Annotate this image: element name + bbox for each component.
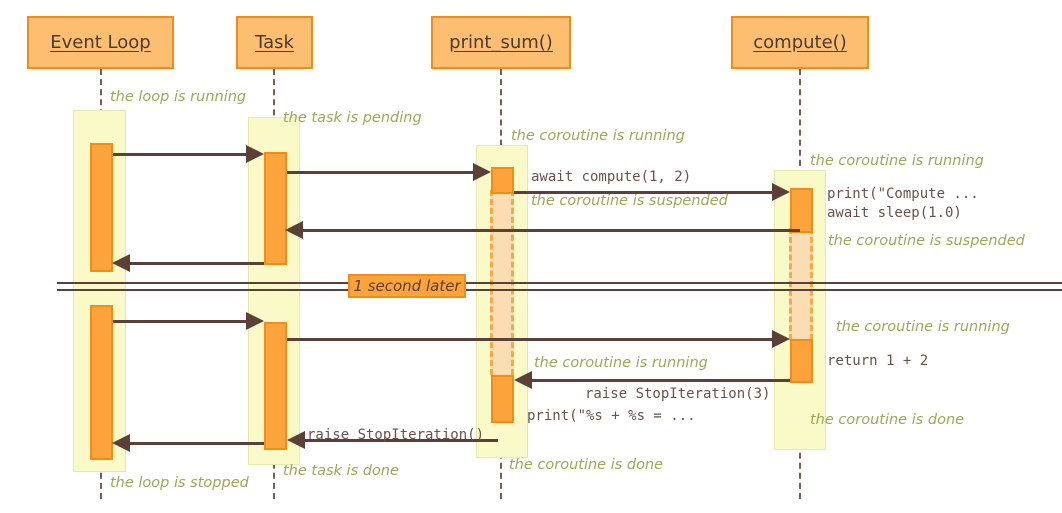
message-arrowhead-m8 xyxy=(514,371,532,389)
message-line-m1 xyxy=(113,153,255,156)
activation-print-sum-2 xyxy=(491,375,514,423)
message-arrowhead-m1 xyxy=(246,145,264,163)
note-coroutine-done-c: the coroutine is done xyxy=(810,412,965,428)
message-line-m6 xyxy=(113,320,255,323)
message-line-m3 xyxy=(514,191,776,194)
note-coroutine-suspended-ps: the coroutine is suspended xyxy=(531,193,728,209)
participant-label-compute: compute() xyxy=(753,31,847,53)
message-line-m10 xyxy=(128,442,264,445)
message-arrowhead-m4 xyxy=(285,221,303,239)
divider-line-bottom xyxy=(57,289,1062,291)
participant-task[interactable]: Task xyxy=(236,16,313,69)
note-task-done: the task is done xyxy=(283,463,399,479)
message-line-m7 xyxy=(287,338,776,341)
message-label-raise-stopiteration-3: raise StopIteration(3) xyxy=(585,386,771,402)
code-label-print-result: print("%s + %s = ... xyxy=(527,408,696,424)
activation-print-sum-1 xyxy=(491,167,514,194)
activation-task-1 xyxy=(264,152,287,265)
activation-event-loop-1 xyxy=(90,143,113,272)
note-loop-running: the loop is running xyxy=(110,89,247,105)
note-task-pending: the task is pending xyxy=(283,110,422,126)
divider-label-box: 1 second later xyxy=(348,274,466,298)
activation-compute-2 xyxy=(790,339,813,383)
message-line-m5 xyxy=(128,262,264,265)
activation-event-loop-2 xyxy=(90,305,113,460)
message-arrowhead-m3 xyxy=(772,183,790,201)
participant-label-event-loop: Event Loop xyxy=(50,31,151,53)
code-label-return-sum: return 1 + 2 xyxy=(827,353,929,369)
activation-compute-1 xyxy=(790,188,813,233)
note-coroutine-done-ps: the coroutine is done xyxy=(509,457,664,473)
divider-line-top xyxy=(57,282,1062,284)
message-arrowhead-m10 xyxy=(112,434,130,452)
note-loop-stopped: the loop is stopped xyxy=(110,475,249,491)
message-arrowhead-m9 xyxy=(287,431,305,449)
participant-compute[interactable]: compute() xyxy=(731,16,869,69)
message-line-m2 xyxy=(287,171,477,174)
note-coroutine-running-c-1: the coroutine is running xyxy=(810,153,984,169)
note-coroutine-running-c-2: the coroutine is running xyxy=(836,319,1010,335)
message-line-m8 xyxy=(529,379,790,382)
message-arrowhead-m7 xyxy=(772,330,790,348)
code-label-await-sleep: await sleep(1.0) xyxy=(827,205,962,221)
message-arrowhead-m5 xyxy=(112,254,130,272)
message-arrowhead-m6 xyxy=(246,312,264,330)
participant-label-print-sum: print_sum() xyxy=(449,31,553,53)
message-line-m9 xyxy=(302,439,498,442)
note-coroutine-suspended-c: the coroutine is suspended xyxy=(828,233,1025,249)
suspended-region-compute xyxy=(789,228,813,340)
message-arrowhead-m2 xyxy=(473,163,491,181)
activation-task-2 xyxy=(264,322,287,450)
message-label-await-compute: await compute(1, 2) xyxy=(531,169,692,185)
participant-label-task: Task xyxy=(255,31,294,53)
message-label-raise-stopiteration: raise StopIteration() xyxy=(307,427,485,443)
participant-event-loop[interactable]: Event Loop xyxy=(27,16,174,69)
code-label-print-compute: print("Compute ... xyxy=(827,186,979,202)
note-coroutine-running-ps-1: the coroutine is running xyxy=(511,128,685,144)
participant-print-sum[interactable]: print_sum() xyxy=(431,16,571,69)
message-line-m4 xyxy=(300,229,800,232)
note-coroutine-running-ps-2: the coroutine is running xyxy=(534,355,708,371)
